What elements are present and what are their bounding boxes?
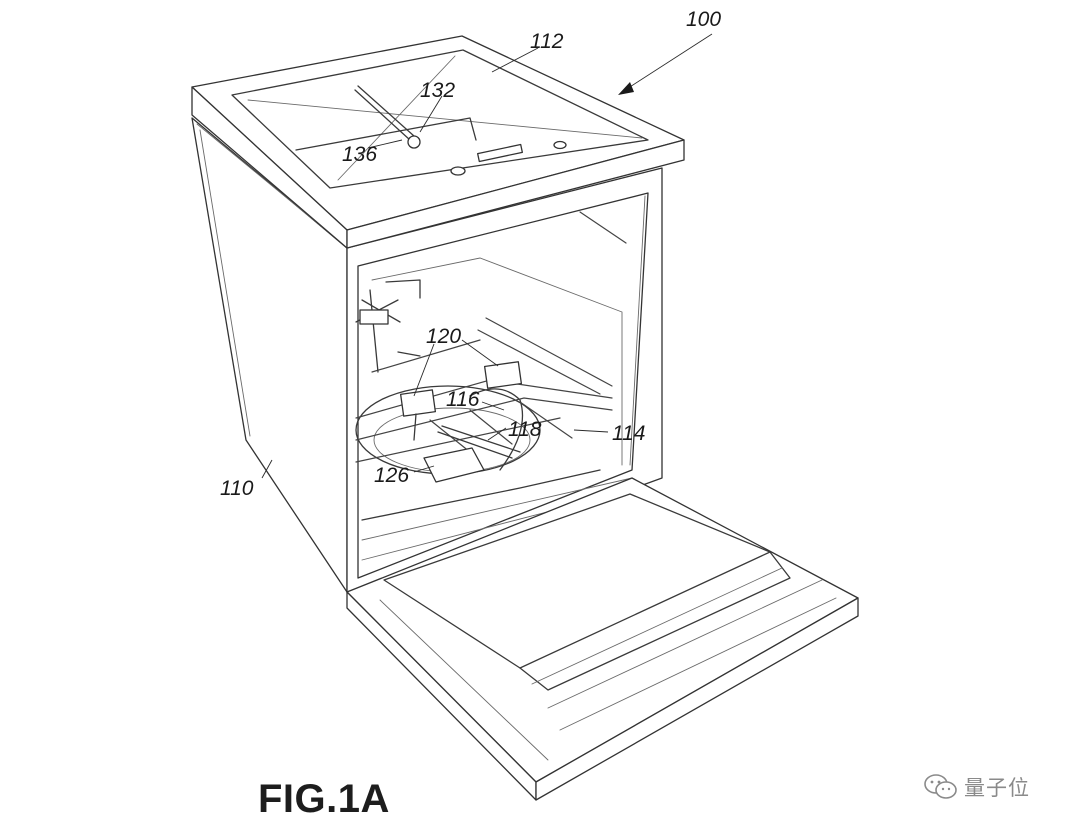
- ref-136: 136: [342, 143, 377, 166]
- rotating-arm-edge: [441, 425, 521, 453]
- control-display: [476, 143, 524, 163]
- watermark: 量子位: [924, 772, 1030, 802]
- spray-tower-block: [359, 309, 389, 325]
- spray-tower-post: [369, 289, 379, 373]
- leader-120-right: [461, 339, 499, 367]
- ref-118: 118: [508, 418, 542, 441]
- nozzle-block-left: [399, 389, 437, 417]
- top-recess: [231, 49, 649, 189]
- door-handle-line-1: [531, 567, 783, 685]
- leader-120-left: [413, 343, 435, 397]
- ref-100: 100: [686, 8, 721, 31]
- ref-116: 116: [446, 388, 480, 411]
- upper-rack-front: [371, 339, 481, 373]
- lower-rack-mid-edge: [355, 397, 613, 441]
- tub-lower-line: [361, 477, 633, 541]
- ref-110: 110: [220, 477, 254, 500]
- door-handle-line-2: [547, 579, 823, 709]
- rotating-arm: [437, 431, 513, 459]
- recess-diagonal-1: [247, 99, 643, 139]
- top-panel-front-edge: [346, 139, 685, 249]
- control-knob-left: [450, 166, 466, 176]
- door-left-trim: [379, 599, 549, 761]
- rack-wire-3: [519, 401, 573, 439]
- leader-114: [573, 429, 609, 433]
- top-cross-rail: [295, 117, 477, 151]
- top-arm-pivot: [407, 135, 421, 149]
- leader-118: [487, 427, 507, 441]
- leader-112: [491, 47, 539, 73]
- figure-label: FIG.1A: [258, 777, 390, 821]
- control-knob-right: [553, 140, 567, 150]
- lower-rack-side-rail: [485, 317, 613, 387]
- opening-inner-edge: [629, 195, 646, 466]
- ref-112: 112: [530, 30, 564, 53]
- lower-rack-front-edge: [355, 417, 561, 463]
- door-front-edge: [535, 597, 859, 801]
- door-handle-recess: [519, 551, 791, 691]
- top-arm-edge: [357, 85, 415, 137]
- leader-110: [261, 459, 273, 479]
- side-edge-line: [199, 129, 251, 437]
- wechat-icon: [924, 773, 958, 801]
- rack-wire-2: [469, 409, 513, 445]
- top-arm: [354, 89, 411, 141]
- nozzle-stem-left: [413, 413, 417, 441]
- rack-rail-upper-right: [579, 211, 627, 244]
- ref-126: 126: [374, 464, 409, 487]
- ref-114: 114: [612, 422, 645, 445]
- tub-bottom-edge: [361, 469, 601, 521]
- leader-116: [481, 401, 505, 411]
- watermark-text: 量子位: [964, 776, 1030, 800]
- leader-100-arrowhead: [618, 82, 634, 95]
- ref-132: 132: [420, 79, 455, 102]
- lower-rack-side-rail-2: [477, 329, 601, 395]
- curved-track: [469, 388, 524, 471]
- spray-tower-hook: [385, 279, 421, 299]
- leader-126: [413, 465, 435, 473]
- ref-120: 120: [426, 325, 461, 348]
- leader-136: [367, 139, 403, 149]
- interior-back-wall: [371, 257, 623, 466]
- door-handle-line-3: [559, 597, 837, 731]
- spray-tower-foot: [397, 351, 421, 357]
- recess-diagonal-2: [337, 55, 456, 181]
- leader-100: [621, 33, 713, 93]
- nozzle-block-right: [483, 361, 523, 389]
- leader-132: [419, 95, 443, 133]
- base-block: [423, 447, 485, 483]
